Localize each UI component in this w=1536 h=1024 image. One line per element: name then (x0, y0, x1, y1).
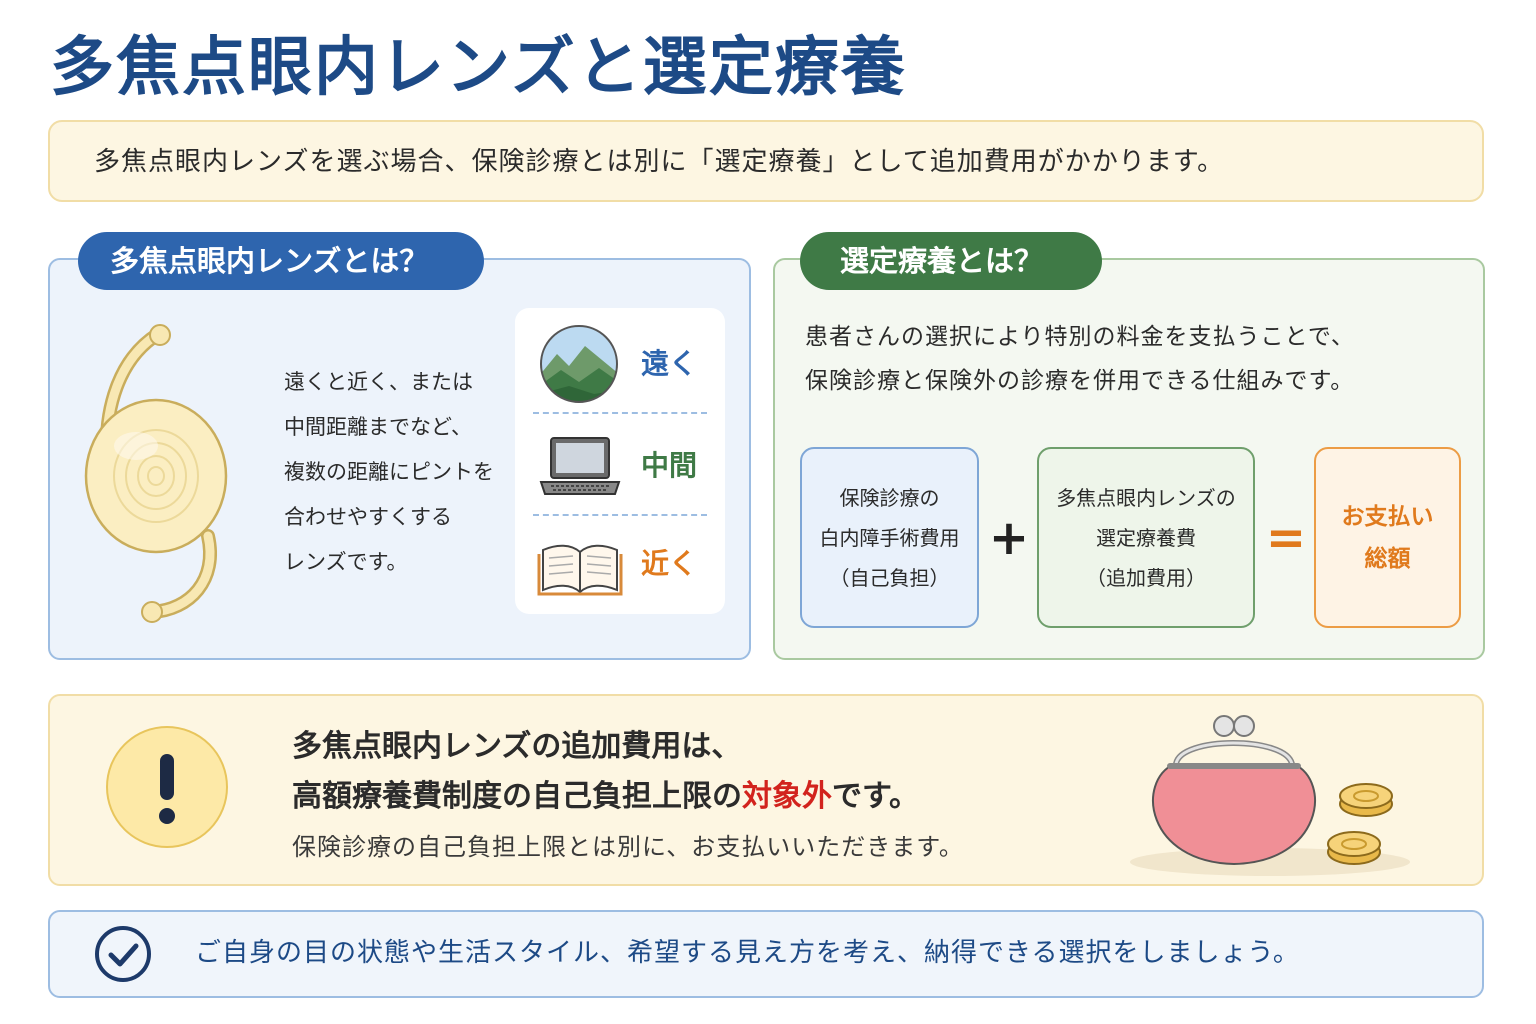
sentei-heading: 選定療養とは？ (800, 232, 1102, 290)
iol-description-line: 複数の距離にピントを (284, 460, 494, 484)
footer-text: ご自身の目の状態や生活スタイル、希望する見え方を考え、納得できる選択をしましょう… (195, 938, 1300, 968)
intro-banner: 多焦点眼内レンズを選ぶ場合、保険診療とは別に「選定療養」として追加費用がかかりま… (48, 120, 1484, 202)
mountain-landscape-icon (540, 325, 618, 403)
equals-operator: = (1265, 510, 1307, 566)
coin-icon (1327, 831, 1381, 865)
sentei-description: 患者さんの選択により特別の料金を支払うことで、 保険診療と保険外の診療を併用でき… (805, 315, 1355, 403)
formula-sentei-cost-box: 多焦点眼内レンズの 選定療養費 （追加費用） (1037, 447, 1255, 628)
formula-total-box: お支払い 総額 (1314, 447, 1461, 628)
plus-operator: + (988, 510, 1030, 566)
coin-icon (1339, 783, 1393, 817)
formula-text: 保険診療の (839, 485, 940, 510)
formula-text: お支払い (1341, 503, 1434, 530)
distance-row-near: 近く (515, 514, 725, 614)
warning-accent-text: 対象外 (742, 779, 832, 814)
warning-text: 高額療養費制度の自己負担上限の (292, 779, 742, 814)
iol-description: 遠くと近く、または 中間距離までなど、 複数の距離にピントを 合わせやすくする … (284, 360, 514, 585)
iol-description-line: レンズです。 (284, 550, 408, 574)
distance-row-far: 遠く (515, 312, 725, 412)
page-title: 多焦点眼内レンズと選定療養 (50, 31, 907, 105)
formula-insurance-cost-box: 保険診療の 白内障手術費用 （自己負担） (800, 447, 979, 628)
formula-text: （追加費用） (1086, 565, 1206, 590)
warning-text: です。 (832, 779, 919, 814)
divider (533, 514, 707, 516)
formula-text: 多焦点眼内レンズの (1056, 485, 1236, 510)
iol-heading: 多焦点眼内レンズとは？ (78, 232, 484, 290)
laptop-icon (539, 437, 621, 495)
intro-text: 多焦点眼内レンズを選ぶ場合、保険診療とは別に「選定療養」として追加費用がかかりま… (94, 147, 1225, 177)
formula-text: （自己負担） (829, 565, 950, 590)
divider (533, 412, 707, 414)
warning-heading-line2: 高額療養費制度の自己負担上限の対象外です。 (292, 774, 919, 820)
iol-description-line: 遠くと近く、または (284, 370, 473, 394)
footer-banner (48, 910, 1484, 998)
distance-label-far: 遠く (641, 347, 698, 380)
distance-label-near: 近く (641, 547, 698, 580)
exclamation-icon (106, 726, 228, 848)
formula-text: 白内障手術費用 (819, 525, 960, 550)
formula-text: 選定療養費 (1096, 525, 1196, 550)
open-book-icon (537, 544, 623, 596)
formula-text: 総額 (1364, 545, 1411, 572)
distance-label-mid: 中間 (641, 449, 698, 482)
sentei-description-line: 保険診療と保険外の診療を併用できる仕組みです。 (805, 368, 1355, 394)
intraocular-lens-icon (84, 324, 228, 623)
distance-card: 遠く 中間 近く (515, 308, 725, 614)
coin-purse-icon (1130, 715, 1410, 876)
iol-description-line: 中間距離までなど、 (284, 415, 472, 439)
checkmark-circle-icon (95, 926, 151, 982)
warning-subtext: 保険診療の自己負担上限とは別に、お支払いいただきます。 (292, 833, 964, 861)
distance-row-mid: 中間 (515, 414, 725, 514)
warning-heading-line1: 多焦点眼内レンズの追加費用は、 (292, 729, 742, 764)
iol-description-line: 合わせやすくする (284, 505, 452, 529)
sentei-description-line: 患者さんの選択により特別の料金を支払うことで、 (805, 324, 1355, 350)
